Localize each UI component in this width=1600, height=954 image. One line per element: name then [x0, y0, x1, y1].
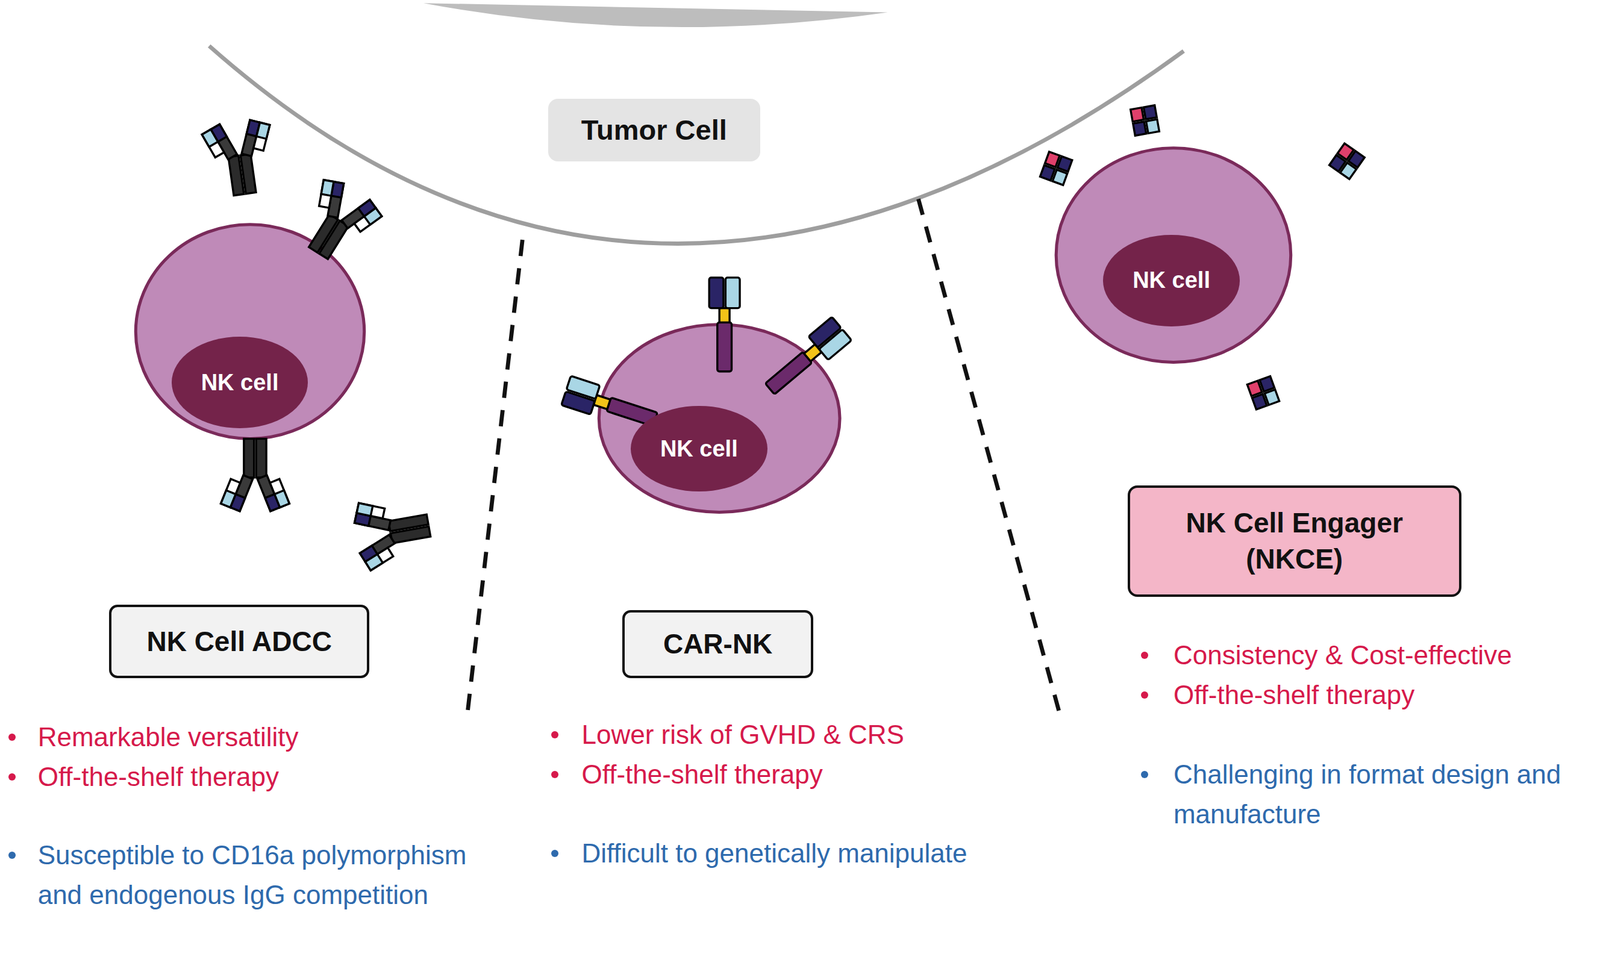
bullet-text: Consistency & Cost-effective: [1173, 635, 1594, 676]
node-text: Tumor Cell: [581, 113, 728, 147]
node-text: NK cell: [201, 367, 279, 399]
bullet-dot: [551, 850, 559, 858]
bullet-dot: [1140, 691, 1149, 699]
divider: [918, 198, 1061, 720]
node-text: CAR-NK: [663, 627, 773, 661]
bullet-text: Susceptible to CD16a polymorphism and en…: [37, 835, 518, 916]
approach-box: CAR-NK: [622, 610, 814, 679]
bullet-text: Difficult to genetically manipulate: [581, 833, 1113, 874]
nk-cell-engager: [1329, 143, 1366, 179]
tumor-nucleus: [423, 3, 888, 28]
bullet-dot: [551, 771, 559, 779]
divider: [467, 239, 523, 715]
nk-cell-engager: [1040, 151, 1073, 185]
bullet-text: Off-the-shelf therapy: [37, 757, 508, 797]
antibody: [221, 438, 290, 511]
nucleus: NK cell: [171, 336, 309, 429]
antibody: [351, 491, 435, 572]
car-receptor: [709, 277, 740, 372]
node-text: NK Cell ADCC: [146, 625, 332, 659]
car-receptor: [760, 316, 852, 401]
bullet-text: Off-the-shelf therapy: [1173, 675, 1594, 716]
bullet-dot: [551, 731, 559, 739]
nk-cell-body: [1056, 148, 1291, 363]
bullet-dot: [8, 851, 16, 860]
bullet-dot: [8, 773, 16, 781]
node-text: NK cell: [1132, 265, 1211, 296]
nk-cell-engager: [1130, 105, 1160, 136]
bullet-text: Remarkable versatility: [37, 717, 508, 758]
antibody: [200, 117, 279, 199]
node-text: NK Cell Engager (NKCE): [1139, 505, 1450, 578]
bullet-text: Challenging in format design and manufac…: [1173, 754, 1594, 835]
nk-cell-engager: [1246, 376, 1279, 410]
nucleus: NK cell: [1103, 234, 1240, 327]
antibody: [289, 173, 386, 272]
bullet-text: Off-the-shelf therapy: [581, 754, 1072, 795]
cell-label: Tumor Cell: [548, 98, 761, 161]
bullet-dot: [1140, 651, 1149, 660]
bullet-dot: [1140, 771, 1149, 779]
approach-box: NK Cell Engager (NKCE): [1127, 485, 1462, 597]
node-text: NK cell: [660, 433, 738, 465]
bullet-dot: [8, 733, 16, 741]
nucleus: NK cell: [630, 406, 768, 492]
approach-box: NK Cell ADCC: [109, 604, 370, 679]
bullet-text: Lower risk of GVHD & CRS: [581, 715, 1072, 755]
